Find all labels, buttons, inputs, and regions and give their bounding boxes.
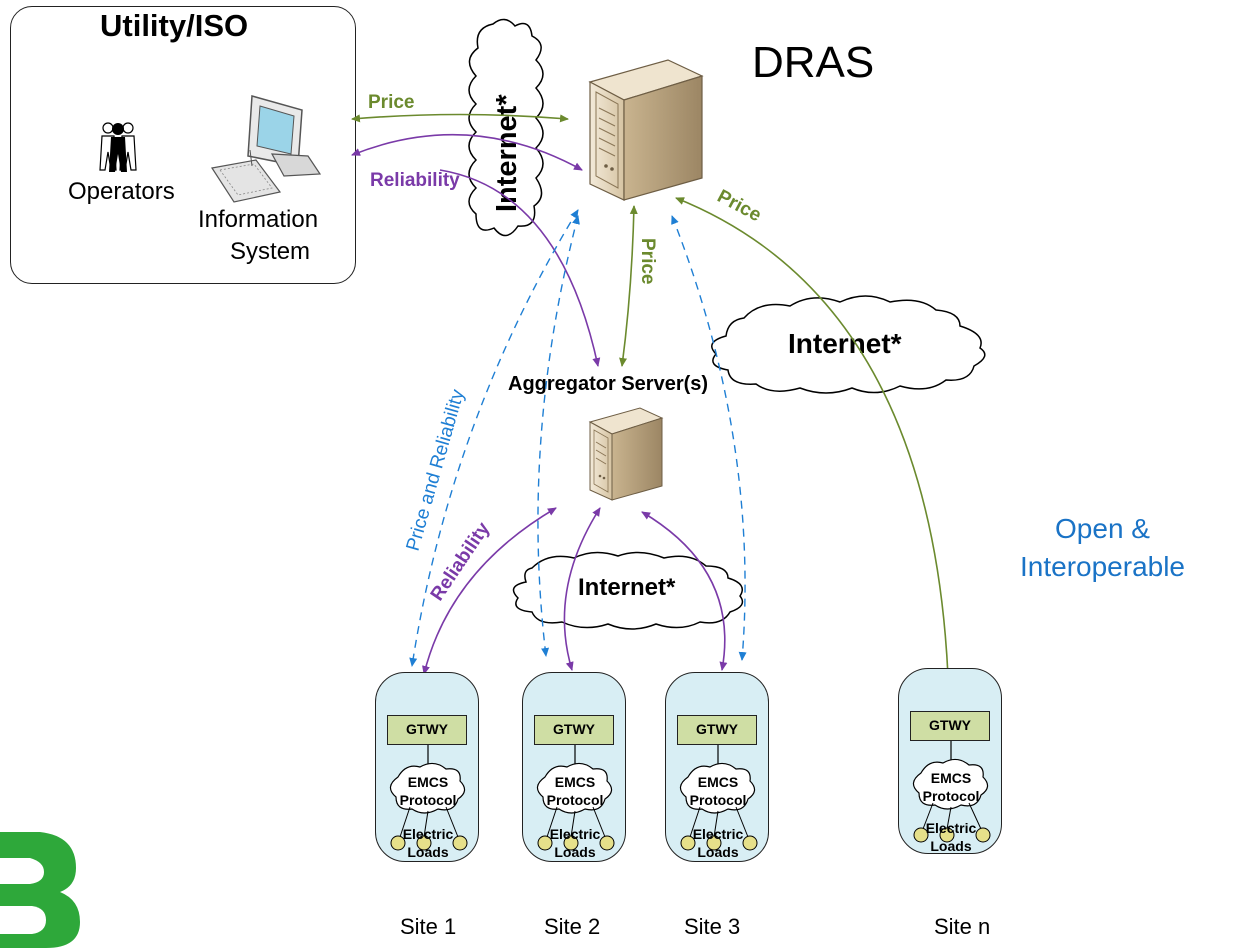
information-line-2: System xyxy=(230,238,311,265)
reliability-arrow-top xyxy=(351,133,583,171)
computer-icon xyxy=(211,95,322,203)
site-2-box: GTWY EMCS Protocol Electric Loads xyxy=(522,672,626,862)
operators-icon xyxy=(99,122,137,172)
site-internals xyxy=(912,741,991,843)
emcs-protocol-label: EMCS Protocol xyxy=(899,769,1003,805)
gateway-box: GTWY xyxy=(910,711,990,741)
site-internals xyxy=(536,745,615,851)
price-arrow-top xyxy=(351,113,569,123)
emcs-line-1: EMCS xyxy=(554,774,596,790)
site-internals xyxy=(679,745,758,851)
reliability-agg-site3 xyxy=(641,511,728,671)
loads-line-2: Loads xyxy=(930,838,972,854)
emcs-protocol-label: EMCS Protocol xyxy=(666,773,770,809)
emcs-line-1: EMCS xyxy=(697,774,739,790)
dras-server-icon xyxy=(588,59,704,201)
site-3-box: GTWY EMCS Protocol Electric Loads xyxy=(665,672,769,862)
loads-line-1: Electric xyxy=(692,826,744,842)
price-arrow-dras-aggregator xyxy=(619,205,638,367)
dashed-dras-site3 xyxy=(671,215,747,661)
information-line-1: Information xyxy=(198,206,319,233)
operators-label: Operators xyxy=(68,178,175,205)
site-1-box: GTWY EMCS Protocol Electric Loads xyxy=(375,672,479,862)
emcs-line-2: Protocol xyxy=(546,792,604,808)
emcs-line-2: Protocol xyxy=(922,788,980,804)
open-line-1: Open & xyxy=(1055,513,1150,544)
internet-upper-text: Internet* xyxy=(491,94,523,212)
aggregator-server-icon xyxy=(588,407,664,501)
electric-loads-label: Electric Loads xyxy=(523,825,627,861)
price-label-top: Price xyxy=(368,92,414,113)
site-2-label: Site 2 xyxy=(544,914,601,939)
electric-loads-label: Electric Loads xyxy=(376,825,480,861)
site-1-label: Site 1 xyxy=(400,914,457,939)
site-internals xyxy=(389,745,468,851)
emcs-line-1: EMCS xyxy=(407,774,449,790)
utility-title: Utility/ISO xyxy=(100,8,249,43)
dras-label: DRAS xyxy=(752,38,875,87)
loads-line-2: Loads xyxy=(697,844,739,860)
loads-line-2: Loads xyxy=(407,844,449,860)
reliability-label-top: Reliability xyxy=(370,170,460,191)
site-n-box: GTWY EMCS Protocol Electric Loads xyxy=(898,668,1002,854)
electric-loads-label: Electric Loads xyxy=(899,819,1003,855)
reliability-agg-site1 xyxy=(422,507,557,675)
reliability-agg-site2 xyxy=(563,507,601,671)
electric-loads-label: Electric Loads xyxy=(666,825,770,861)
information-system-label: Information System xyxy=(198,204,318,268)
loads-line-1: Electric xyxy=(549,826,601,842)
emcs-line-2: Protocol xyxy=(399,792,457,808)
emcs-protocol-label: EMCS Protocol xyxy=(523,773,627,809)
loads-line-1: Electric xyxy=(402,826,454,842)
site-3-label: Site 3 xyxy=(684,914,741,939)
emcs-line-2: Protocol xyxy=(689,792,747,808)
logo-fragment xyxy=(0,832,80,948)
gateway-box: GTWY xyxy=(677,715,757,745)
loads-line-2: Loads xyxy=(554,844,596,860)
internet-middle-text: Internet* xyxy=(788,328,902,359)
loads-line-1: Electric xyxy=(925,820,977,836)
site-n-label: Site n xyxy=(934,914,991,939)
gateway-box: GTWY xyxy=(387,715,467,745)
open-interoperable-label: Open & Interoperable xyxy=(1020,510,1185,586)
emcs-protocol-label: EMCS Protocol xyxy=(376,773,480,809)
price-label-vertical: Price xyxy=(637,238,658,284)
open-line-2: Interoperable xyxy=(1020,551,1186,582)
emcs-line-1: EMCS xyxy=(930,770,972,786)
internet-lower-text: Internet* xyxy=(578,574,676,601)
gateway-box: GTWY xyxy=(534,715,614,745)
